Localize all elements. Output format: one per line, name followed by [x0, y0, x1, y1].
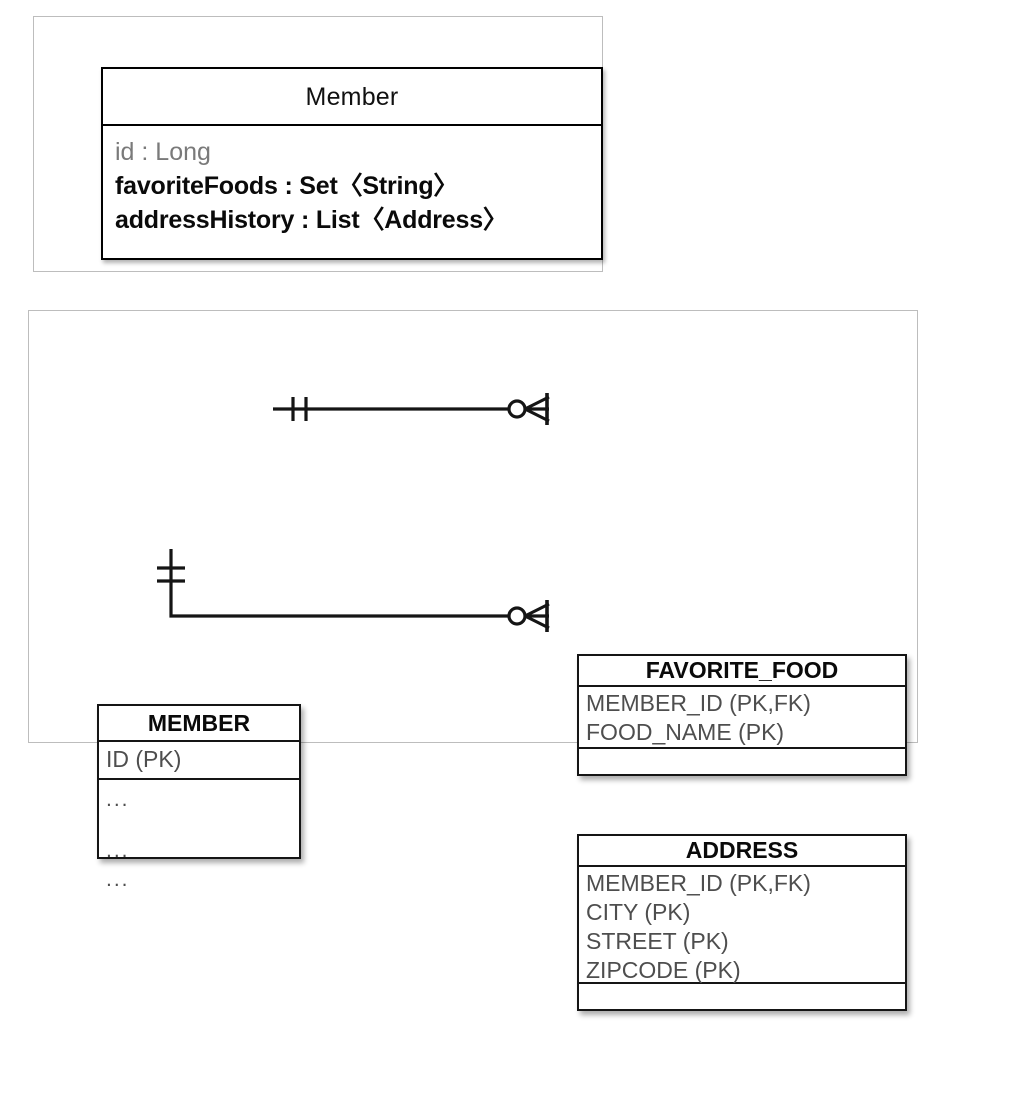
- uml-attribute-favorite-foods: favoriteFoods : Set〈String〉: [115, 172, 459, 200]
- uml-diagram-frame: Member id : Long favoriteFoods : Set〈Str…: [33, 16, 603, 272]
- er-table-member-name: MEMBER: [99, 706, 299, 742]
- er-column-favorite-food-member-id: MEMBER_ID (PK,FK): [586, 690, 811, 716]
- er-diagram-frame: MEMBER ID (PK) ... ... ... FAVORITE_FOOD…: [28, 310, 918, 1011]
- uml-attribute-address-history: addressHistory : List〈Address〉: [115, 206, 508, 234]
- er-table-member[interactable]: MEMBER ID (PK) ... ... ...: [97, 704, 301, 891]
- er-column-address-street: STREET (PK): [586, 928, 729, 954]
- er-table-address[interactable]: ADDRESS MEMBER_ID (PK,FK) CITY (PK) STRE…: [577, 834, 907, 1011]
- er-table-favorite-food[interactable]: FAVORITE_FOOD MEMBER_ID (PK,FK) FOOD_NAM…: [577, 654, 907, 776]
- er-column-member-ellipsis-2: ...: [106, 839, 130, 862]
- er-column-member-id: ID (PK): [106, 746, 182, 772]
- uml-attribute-list: id : Long favoriteFoods : Set〈String〉 ad…: [103, 126, 601, 237]
- er-table-favorite-food-name: FAVORITE_FOOD: [579, 656, 905, 687]
- er-table-favorite-food-body-section: [579, 749, 905, 774]
- er-table-favorite-food-pk-section: MEMBER_ID (PK,FK) FOOD_NAME (PK): [579, 687, 905, 749]
- er-table-member-body-section: ... ... ...: [99, 780, 299, 891]
- er-column-address-city: CITY (PK): [586, 899, 691, 925]
- uml-attribute-id: id : Long: [115, 138, 211, 166]
- relationship-member-favorite-food: [273, 393, 550, 425]
- relationship-member-address: [157, 549, 550, 632]
- er-column-member-ellipsis-3: ...: [106, 868, 130, 891]
- er-column-address-zipcode: ZIPCODE (PK): [586, 957, 741, 983]
- er-column-favorite-food-food-name: FOOD_NAME (PK): [586, 719, 785, 745]
- er-table-member-pk-section: ID (PK): [99, 742, 299, 780]
- diagram-canvas: Member id : Long favoriteFoods : Set〈Str…: [28, 16, 918, 1011]
- er-column-address-member-id: MEMBER_ID (PK,FK): [586, 870, 811, 896]
- uml-class-member[interactable]: Member id : Long favoriteFoods : Set〈Str…: [101, 67, 603, 260]
- er-table-address-name: ADDRESS: [579, 836, 905, 867]
- uml-class-name: Member: [103, 69, 601, 126]
- er-table-address-body-section: [579, 984, 905, 1009]
- er-table-address-pk-section: MEMBER_ID (PK,FK) CITY (PK) STREET (PK) …: [579, 867, 905, 984]
- er-column-member-ellipsis-1: ...: [106, 788, 130, 811]
